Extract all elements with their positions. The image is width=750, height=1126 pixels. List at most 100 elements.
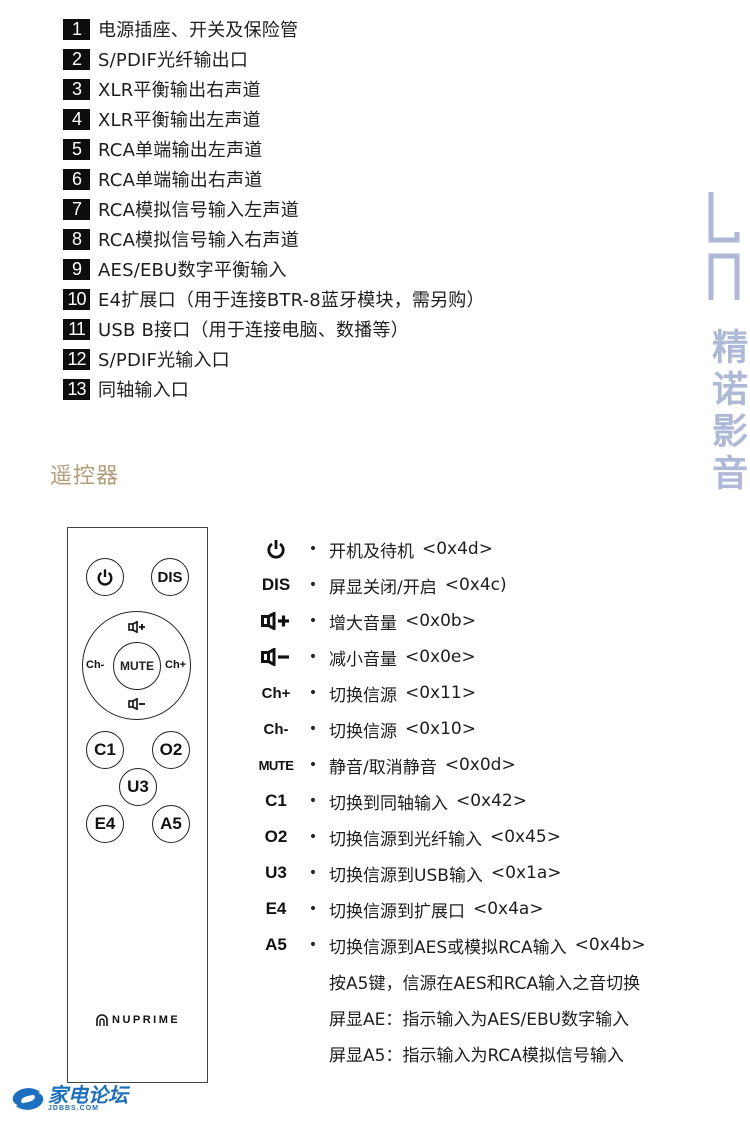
forum-watermark: 家电论坛 JDBBS.COM: [10, 1085, 128, 1112]
key-code: <0x0b>: [405, 611, 476, 631]
port-number-badge: 5: [63, 138, 90, 160]
port-label: RCA单端输出右声道: [98, 170, 263, 191]
display-ae-note: 屏显AE：指示输入为AES/EBU数字输入: [329, 1009, 630, 1030]
key-code: <0x11>: [405, 683, 476, 703]
key-symbol: Ch+: [261, 684, 291, 702]
bullet: •: [308, 541, 318, 557]
bullet: •: [308, 901, 318, 917]
key-symbol: [255, 648, 297, 666]
port-label: AES/EBU数字平衡输入: [98, 260, 287, 281]
port-item: 7 RCA模拟信号输入左声道: [63, 194, 485, 224]
port-item: 3 XLR平衡输出右声道: [63, 74, 485, 104]
port-label: RCA单端输出左声道: [98, 140, 263, 161]
key-symbol: O2: [264, 827, 288, 846]
port-label: RCA模拟信号输入左声道: [98, 200, 299, 221]
speaker-plus-icon: [128, 621, 145, 633]
port-number-badge: 11: [63, 318, 90, 340]
port-item: 6 RCA单端输出右声道: [63, 164, 485, 194]
key-row-volume-down: • 减小音量 <0x0e>: [255, 639, 646, 675]
port-label: S/PDIF光输入口: [98, 350, 230, 371]
remote-dis-button: DIS: [151, 558, 189, 596]
key-code: <0x4b>: [574, 935, 646, 955]
port-label: S/PDIF光纤输出口: [98, 50, 249, 71]
a5-note: 按A5键，信源在AES和RCA输入之音切换: [329, 973, 641, 994]
key-row-u3: U3 • 切换信源到USB输入 <0x1a>: [255, 855, 646, 891]
port-label: XLR平衡输出右声道: [98, 80, 261, 101]
port-label: RCA模拟信号输入右声道: [98, 230, 299, 251]
port-number-badge: 8: [63, 228, 90, 250]
bullet: •: [308, 649, 318, 665]
remote-dpad: Ch- MUTE Ch+: [82, 611, 191, 720]
key-symbol: U3: [265, 863, 287, 882]
brand-text: 精诺影音: [706, 328, 747, 496]
nuprime-logo: NUPRIME: [96, 1014, 180, 1026]
bullet: •: [308, 937, 318, 953]
key-description: 切换信源: [329, 721, 397, 742]
key-row-power: • 开机及待机 <0x4d>: [255, 531, 646, 567]
port-item: 5 RCA单端输出左声道: [63, 134, 485, 164]
bullet: •: [308, 577, 318, 593]
key-symbol: [255, 539, 297, 559]
port-item: 8 RCA模拟信号输入右声道: [63, 224, 485, 254]
key-code: <0x10>: [405, 719, 476, 739]
brand-logo-icon: [708, 192, 740, 300]
brand-watermark: 精诺影音: [704, 190, 747, 550]
port-number-badge: 3: [63, 78, 90, 100]
bullet: •: [308, 613, 318, 629]
key-row-ch-plus: Ch+ • 切换信源 <0x11>: [255, 675, 646, 711]
remote-o2-button: O2: [152, 731, 190, 769]
key-symbol: A5: [265, 935, 287, 954]
remote-mute-button: MUTE: [113, 642, 161, 690]
port-number-badge: 13: [63, 378, 90, 400]
display-a5-note: 屏显A5：指示输入为RCA模拟信号输入: [329, 1045, 624, 1066]
port-number-badge: 6: [63, 168, 90, 190]
bullet: •: [308, 721, 318, 737]
key-code: <0x45>: [490, 827, 561, 847]
speaker-minus-icon: [261, 648, 289, 666]
remote-e4-button: E4: [86, 805, 124, 843]
power-icon: [97, 569, 113, 586]
key-symbol: DIS: [261, 575, 291, 594]
port-label: USB B接口（用于连接电脑、数播等）: [98, 320, 409, 341]
forum-text: 家电论坛 JDBBS.COM: [48, 1085, 128, 1112]
bullet: •: [308, 829, 318, 845]
key-row-volume-up: • 增大音量 <0x0b>: [255, 603, 646, 639]
key-description: 减小音量: [329, 649, 397, 670]
port-number-badge: 10: [63, 288, 90, 310]
key-description: 开机及待机: [329, 541, 414, 562]
key-code: <0x42>: [456, 791, 527, 811]
bullet: •: [308, 685, 318, 701]
key-symbol: Ch-: [263, 720, 289, 738]
key-description: 切换信源到光纤输入: [329, 829, 482, 850]
forum-swirl-icon: [12, 1087, 44, 1110]
speaker-minus-icon: [128, 698, 145, 710]
key-code: <0x0d>: [444, 755, 516, 775]
key-description: 切换信源到AES或模拟RCA输入: [329, 937, 567, 958]
key-code: <0x4d>: [422, 539, 493, 559]
key-symbol: E4: [265, 899, 287, 918]
speaker-plus-icon: [261, 612, 289, 630]
key-row-mute: MUTE • 静音/取消静音 <0x0d>: [255, 747, 646, 783]
key-symbol: C1: [265, 791, 287, 810]
remote-key-legend: • 开机及待机 <0x4d> DIS • 屏显关闭/开启 <0x4c) • 增大…: [255, 531, 646, 1071]
key-symbol: MUTE: [258, 757, 294, 773]
remote-c1-button: C1: [86, 731, 124, 769]
key-code: <0x4a>: [473, 899, 544, 919]
key-description: 增大音量: [329, 613, 397, 634]
key-description: 切换信源: [329, 685, 397, 706]
key-description: 切换到同轴输入: [329, 793, 448, 814]
key-code: <0x4c): [444, 575, 507, 595]
remote-u3-button: U3: [119, 768, 157, 806]
port-label: 同轴输入口: [98, 380, 189, 401]
port-number-badge: 7: [63, 198, 90, 220]
remote-power-button: [86, 558, 124, 596]
bullet: •: [308, 793, 318, 809]
section-title-remote: 遥控器: [50, 464, 120, 489]
nuprime-logo-text: NUPRIME: [112, 1014, 181, 1026]
key-row-e4: E4 • 切换信源到扩展口 <0x4a>: [255, 891, 646, 927]
port-number-badge: 4: [63, 108, 90, 130]
port-item: 11 USB B接口（用于连接电脑、数播等）: [63, 314, 485, 344]
key-row-dis: DIS • 屏显关闭/开启 <0x4c): [255, 567, 646, 603]
